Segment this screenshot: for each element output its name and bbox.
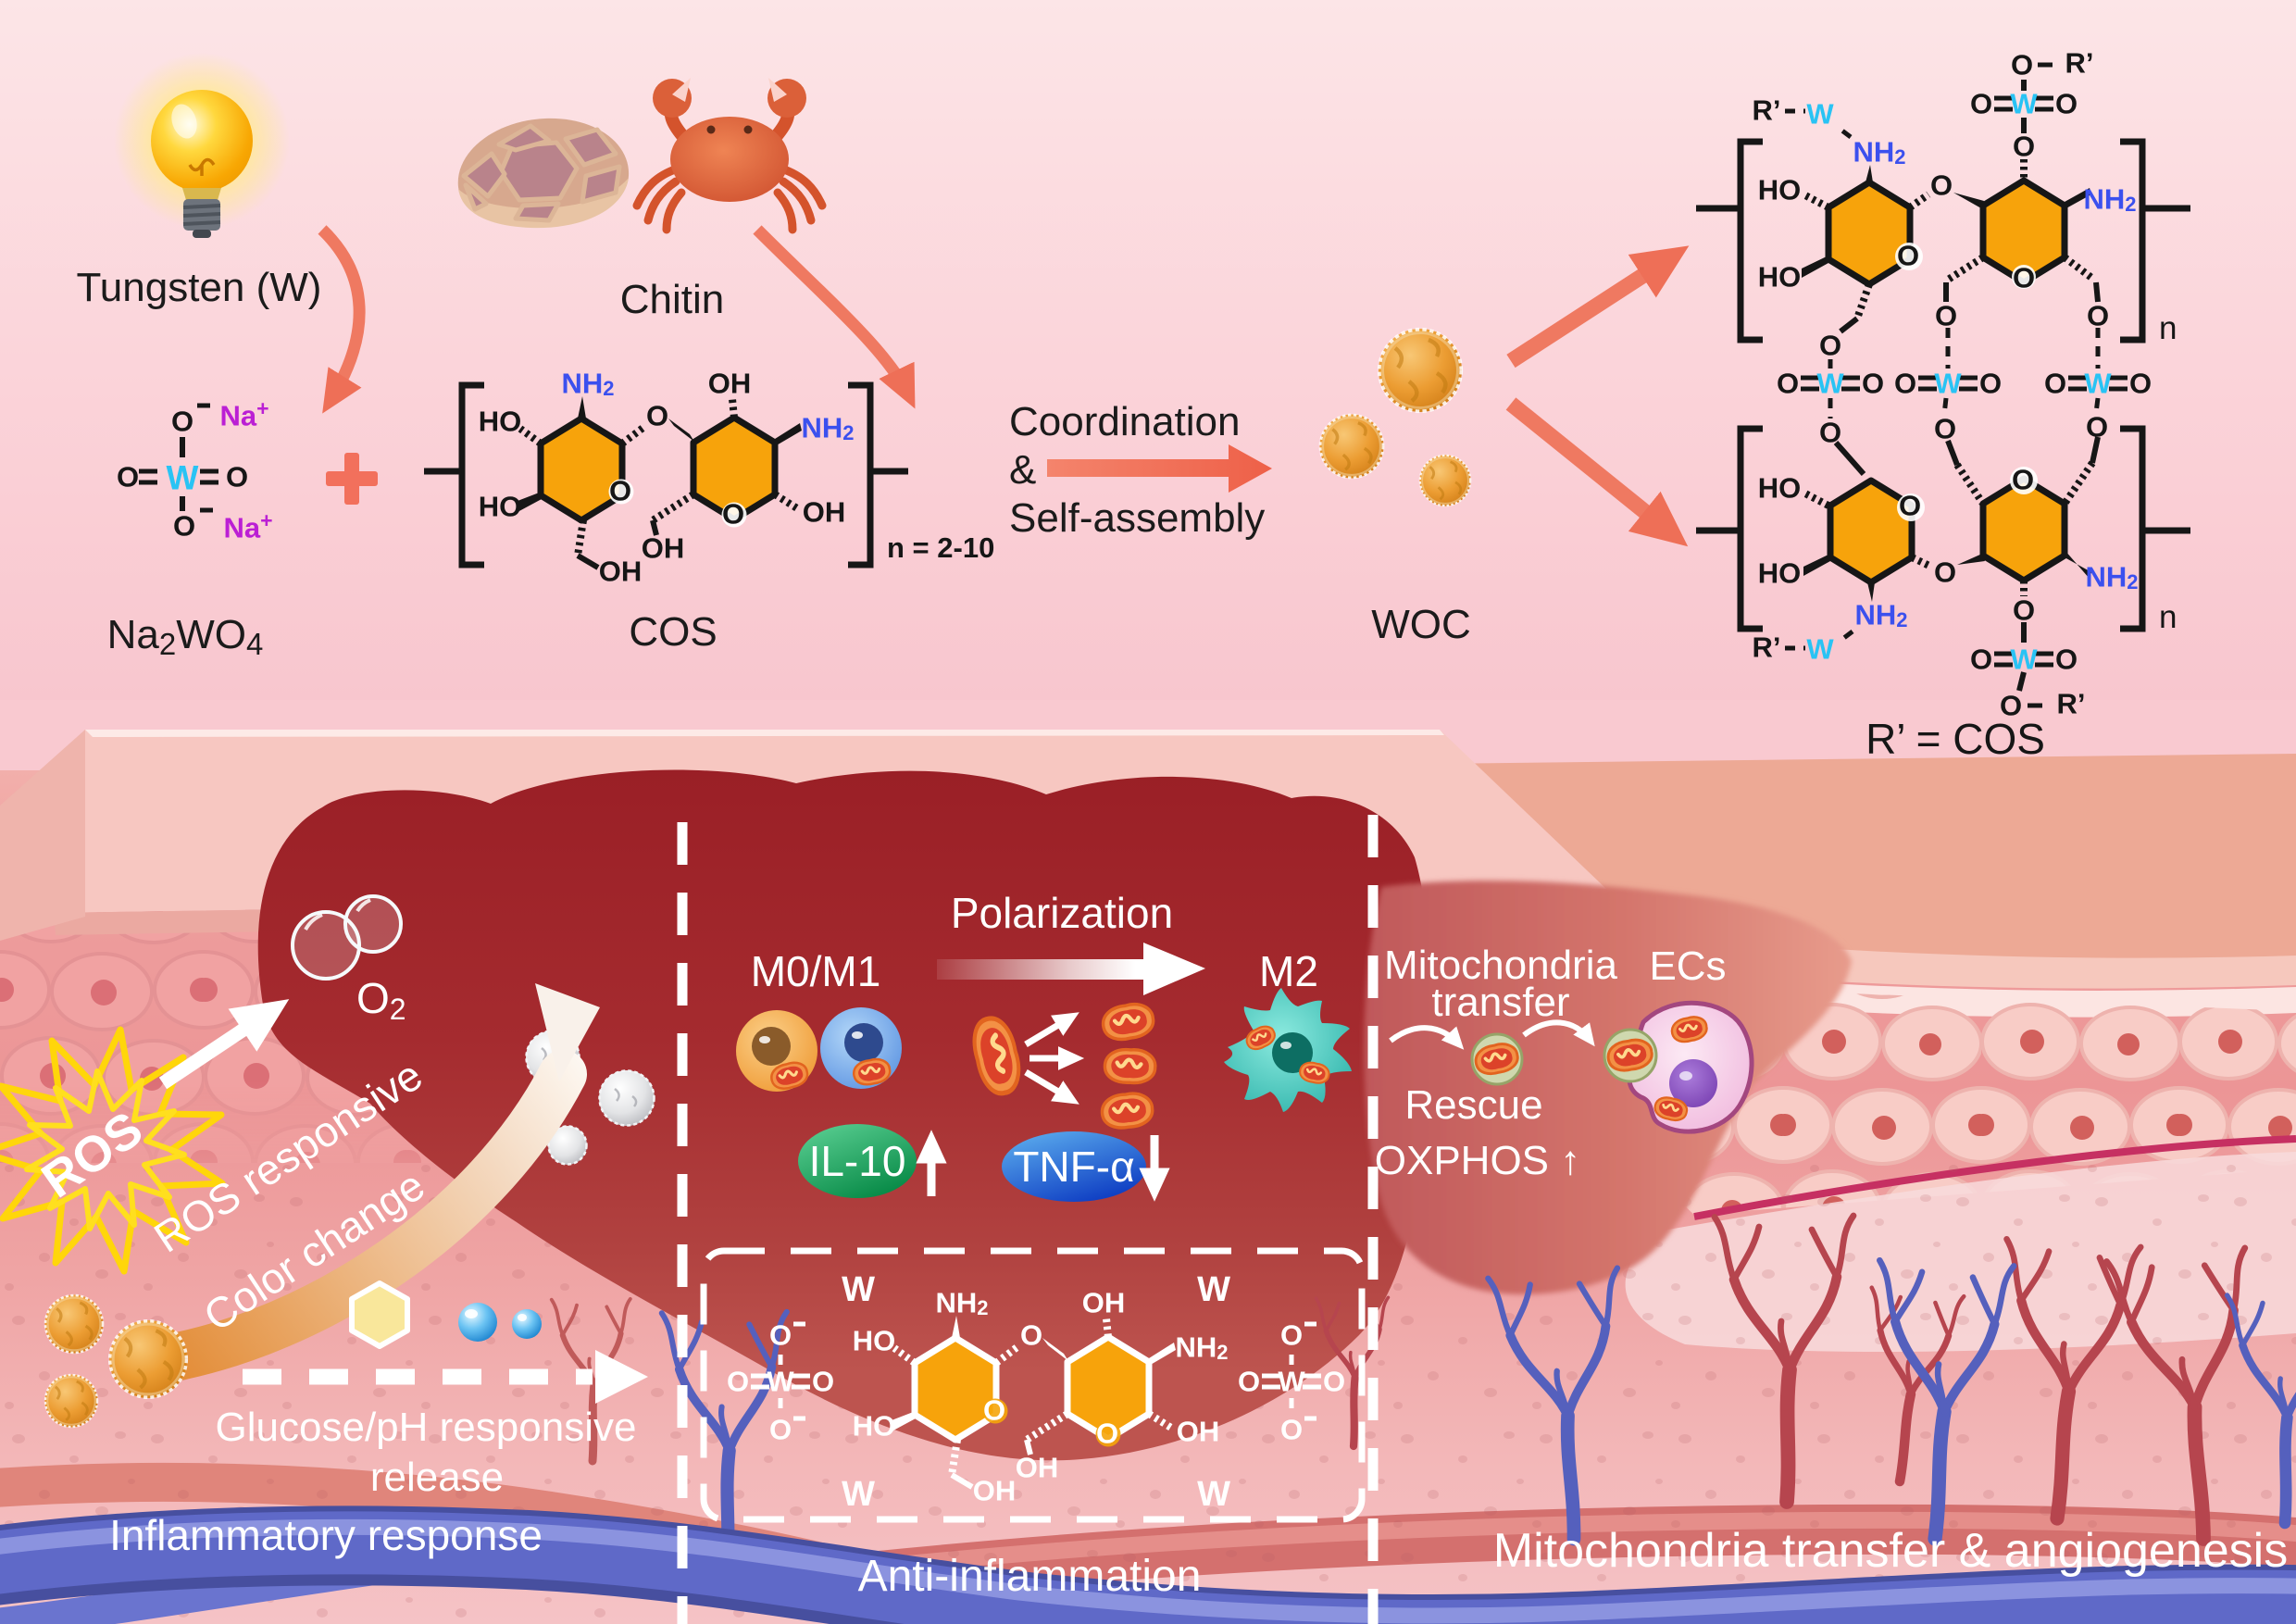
svg-text:transfer: transfer [1431,980,1569,1025]
svg-text:OXPHOS ↑: OXPHOS ↑ [1375,1138,1581,1183]
svg-text:O: O [173,510,195,543]
svg-text:O: O [1935,300,1957,332]
svg-text:O: O [1930,169,1953,202]
svg-text:Chitin: Chitin [620,277,725,322]
svg-text:W: W [167,459,199,497]
svg-text:O: O [1819,330,1841,362]
svg-text:WOC: WOC [1371,602,1471,647]
svg-text:W: W [1197,1270,1230,1309]
svg-text:Glucose/pH responsive: Glucose/pH responsive [216,1405,637,1450]
svg-text:O: O [171,406,193,438]
svg-text:Na2WO4: Na2WO4 [107,612,264,661]
svg-text:Mitochondria transfer & angiog: Mitochondria transfer & angiogenesis [1493,1524,2288,1578]
svg-text:R’: R’ [1753,631,1781,664]
svg-text:W: W [1197,1475,1230,1514]
svg-text:HO: HO [1758,261,1802,294]
svg-text:n: n [2159,310,2177,346]
svg-text:O: O [769,1319,792,1352]
svg-text:O: O [2013,594,2035,627]
svg-text:O: O [1280,1319,1303,1352]
svg-text:W: W [842,1270,875,1309]
svg-text:Tungsten (W): Tungsten (W) [77,265,322,310]
svg-text:Coordination: Coordination [1009,399,1241,444]
svg-text:release: release [370,1455,504,1500]
svg-text:O: O [117,461,139,493]
svg-text:M0/M1: M0/M1 [751,947,881,995]
svg-text:n = 2-10: n = 2-10 [887,531,994,564]
svg-text:Self-assembly: Self-assembly [1009,495,1265,541]
svg-text:Rescue: Rescue [1404,1082,1542,1128]
svg-text:R’: R’ [1753,94,1781,127]
svg-text:O: O [226,461,248,493]
svg-text:O: O [2087,300,2109,332]
svg-text:O: O [2011,49,2033,81]
svg-text:O: O [769,1414,792,1446]
svg-text:W: W [842,1475,875,1514]
svg-text:M2: M2 [1259,947,1318,995]
svg-text:R’: R’ [2065,47,2094,80]
svg-text:&: & [1009,447,1036,493]
svg-text:ECs: ECs [1649,943,1726,989]
svg-text:n: n [2159,599,2177,635]
svg-text:O: O [2013,262,2035,294]
svg-text:IL-10: IL-10 [809,1137,906,1185]
svg-text:O: O [2013,131,2035,163]
svg-text:R’: R’ [2057,688,2086,720]
svg-text:O: O [1934,413,1956,445]
svg-text:COS: COS [629,609,717,655]
svg-text:HO: HO [1758,472,1802,505]
svg-text:O: O [1280,1414,1303,1446]
svg-text:HO: HO [1758,557,1802,590]
svg-text:Inflammatory response: Inflammatory response [109,1511,543,1559]
svg-text:R’ = COS: R’ = COS [1866,715,2045,763]
svg-text:O: O [2000,690,2022,722]
svg-text:O: O [1934,556,1956,589]
svg-text:HO: HO [1758,174,1802,206]
svg-text:Mitochondria: Mitochondria [1384,943,1617,988]
svg-text:O: O [2012,464,2034,496]
svg-text:O: O [1897,240,1919,272]
svg-text:Polarization: Polarization [951,889,1173,937]
svg-text:TNF-α: TNF-α [1013,1143,1134,1191]
svg-text:Anti-inflammation: Anti-inflammation [858,1552,1202,1601]
svg-text:O: O [1899,490,1921,522]
svg-text:W: W [1806,98,1834,131]
svg-text:W: W [1806,633,1834,666]
